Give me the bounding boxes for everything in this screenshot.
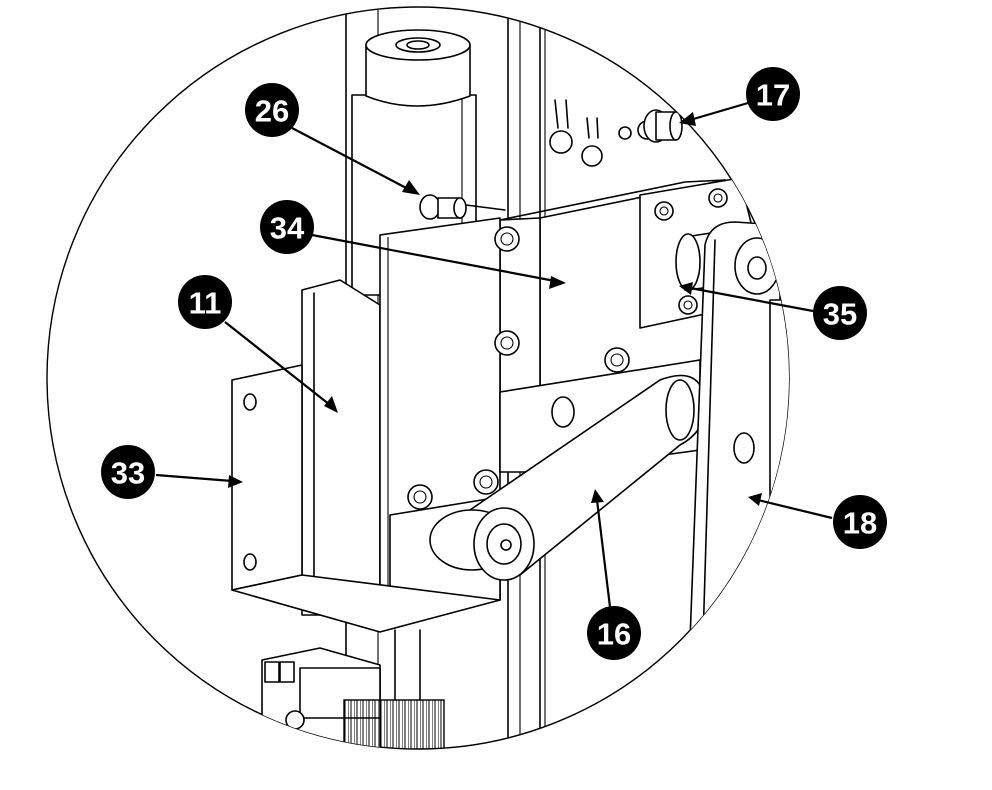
bottom-terminal-block: [261, 629, 445, 749]
angle-bracket-33: [231, 364, 501, 633]
callout-label: 35: [823, 297, 857, 332]
callout-label: 34: [270, 211, 305, 246]
lever-18: [689, 221, 789, 641]
link-arm-16: [429, 374, 707, 581]
callout-16: 16: [587, 606, 641, 660]
callout-label: 17: [756, 78, 790, 113]
callout-label: 26: [255, 94, 289, 129]
callout-33: 33: [101, 445, 155, 499]
grease-fitting-26: [419, 194, 506, 220]
mechanism-drawing: [231, 9, 789, 749]
callout-label: 16: [597, 617, 631, 652]
callout-34: 34: [260, 200, 314, 254]
callout-26: 26: [245, 83, 299, 137]
callout-label: 18: [843, 506, 877, 541]
leader-lines: [155, 101, 833, 608]
callout-35: 35: [813, 286, 867, 340]
callout-label: 33: [111, 456, 145, 491]
callout-17: 17: [746, 67, 800, 121]
bolt-17: [643, 109, 683, 143]
callout-label: 11: [189, 286, 222, 321]
callout-11: 11: [178, 275, 232, 329]
callout-18: 18: [833, 495, 887, 549]
